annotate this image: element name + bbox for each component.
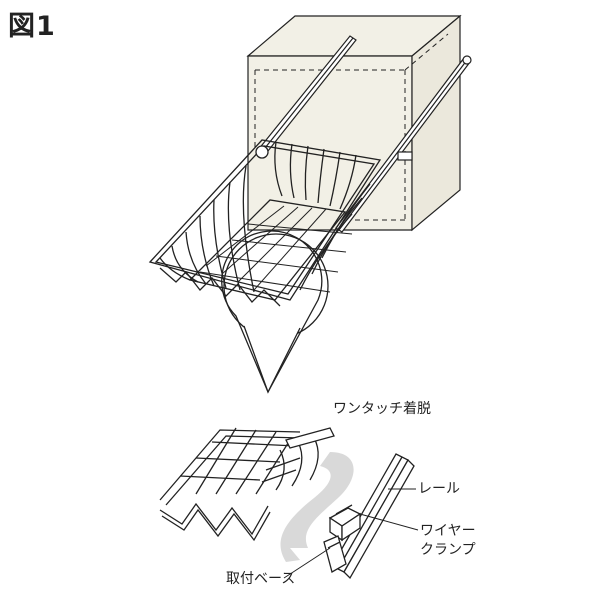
basket-front-wires (159, 165, 255, 293)
basket-side-wires (299, 183, 371, 291)
basket-hinge (255, 145, 269, 159)
one-touch-arrow (280, 452, 354, 562)
leader-lines (283, 488, 419, 579)
label-wire-clamp-line2: クランプ (420, 542, 476, 558)
basket-top-rim (148, 139, 382, 301)
figure-title: 図1 (8, 11, 56, 42)
cabinet-side-face (411, 14, 461, 232)
leader-base (283, 547, 331, 579)
label-one-touch: ワンタッチ着脱 (333, 401, 431, 417)
detail-wire-mesh (159, 427, 335, 542)
label-mount-base: 取付ベース (226, 571, 296, 587)
label-wire-clamp-line1: ワイヤー (420, 523, 476, 539)
callout-pointer (221, 230, 323, 394)
wire-clamp (328, 504, 362, 542)
rail-end-cap (462, 55, 472, 65)
wire-basket (148, 139, 382, 307)
rail-bracket (397, 151, 413, 161)
mount-base (323, 535, 347, 573)
basket-bottom (188, 199, 347, 301)
callout-arrow (243, 325, 301, 394)
basket-back-wires (274, 141, 357, 210)
leader-clamp (359, 513, 419, 531)
basket-bottom-grid (199, 205, 353, 293)
label-rail: レール (418, 481, 460, 497)
detail-callout (221, 230, 329, 394)
basket-front-zigzag (159, 267, 281, 307)
cabinet-hidden-edge (404, 33, 449, 71)
basket-top-rim-inner (154, 145, 376, 295)
detail-view (159, 427, 415, 580)
